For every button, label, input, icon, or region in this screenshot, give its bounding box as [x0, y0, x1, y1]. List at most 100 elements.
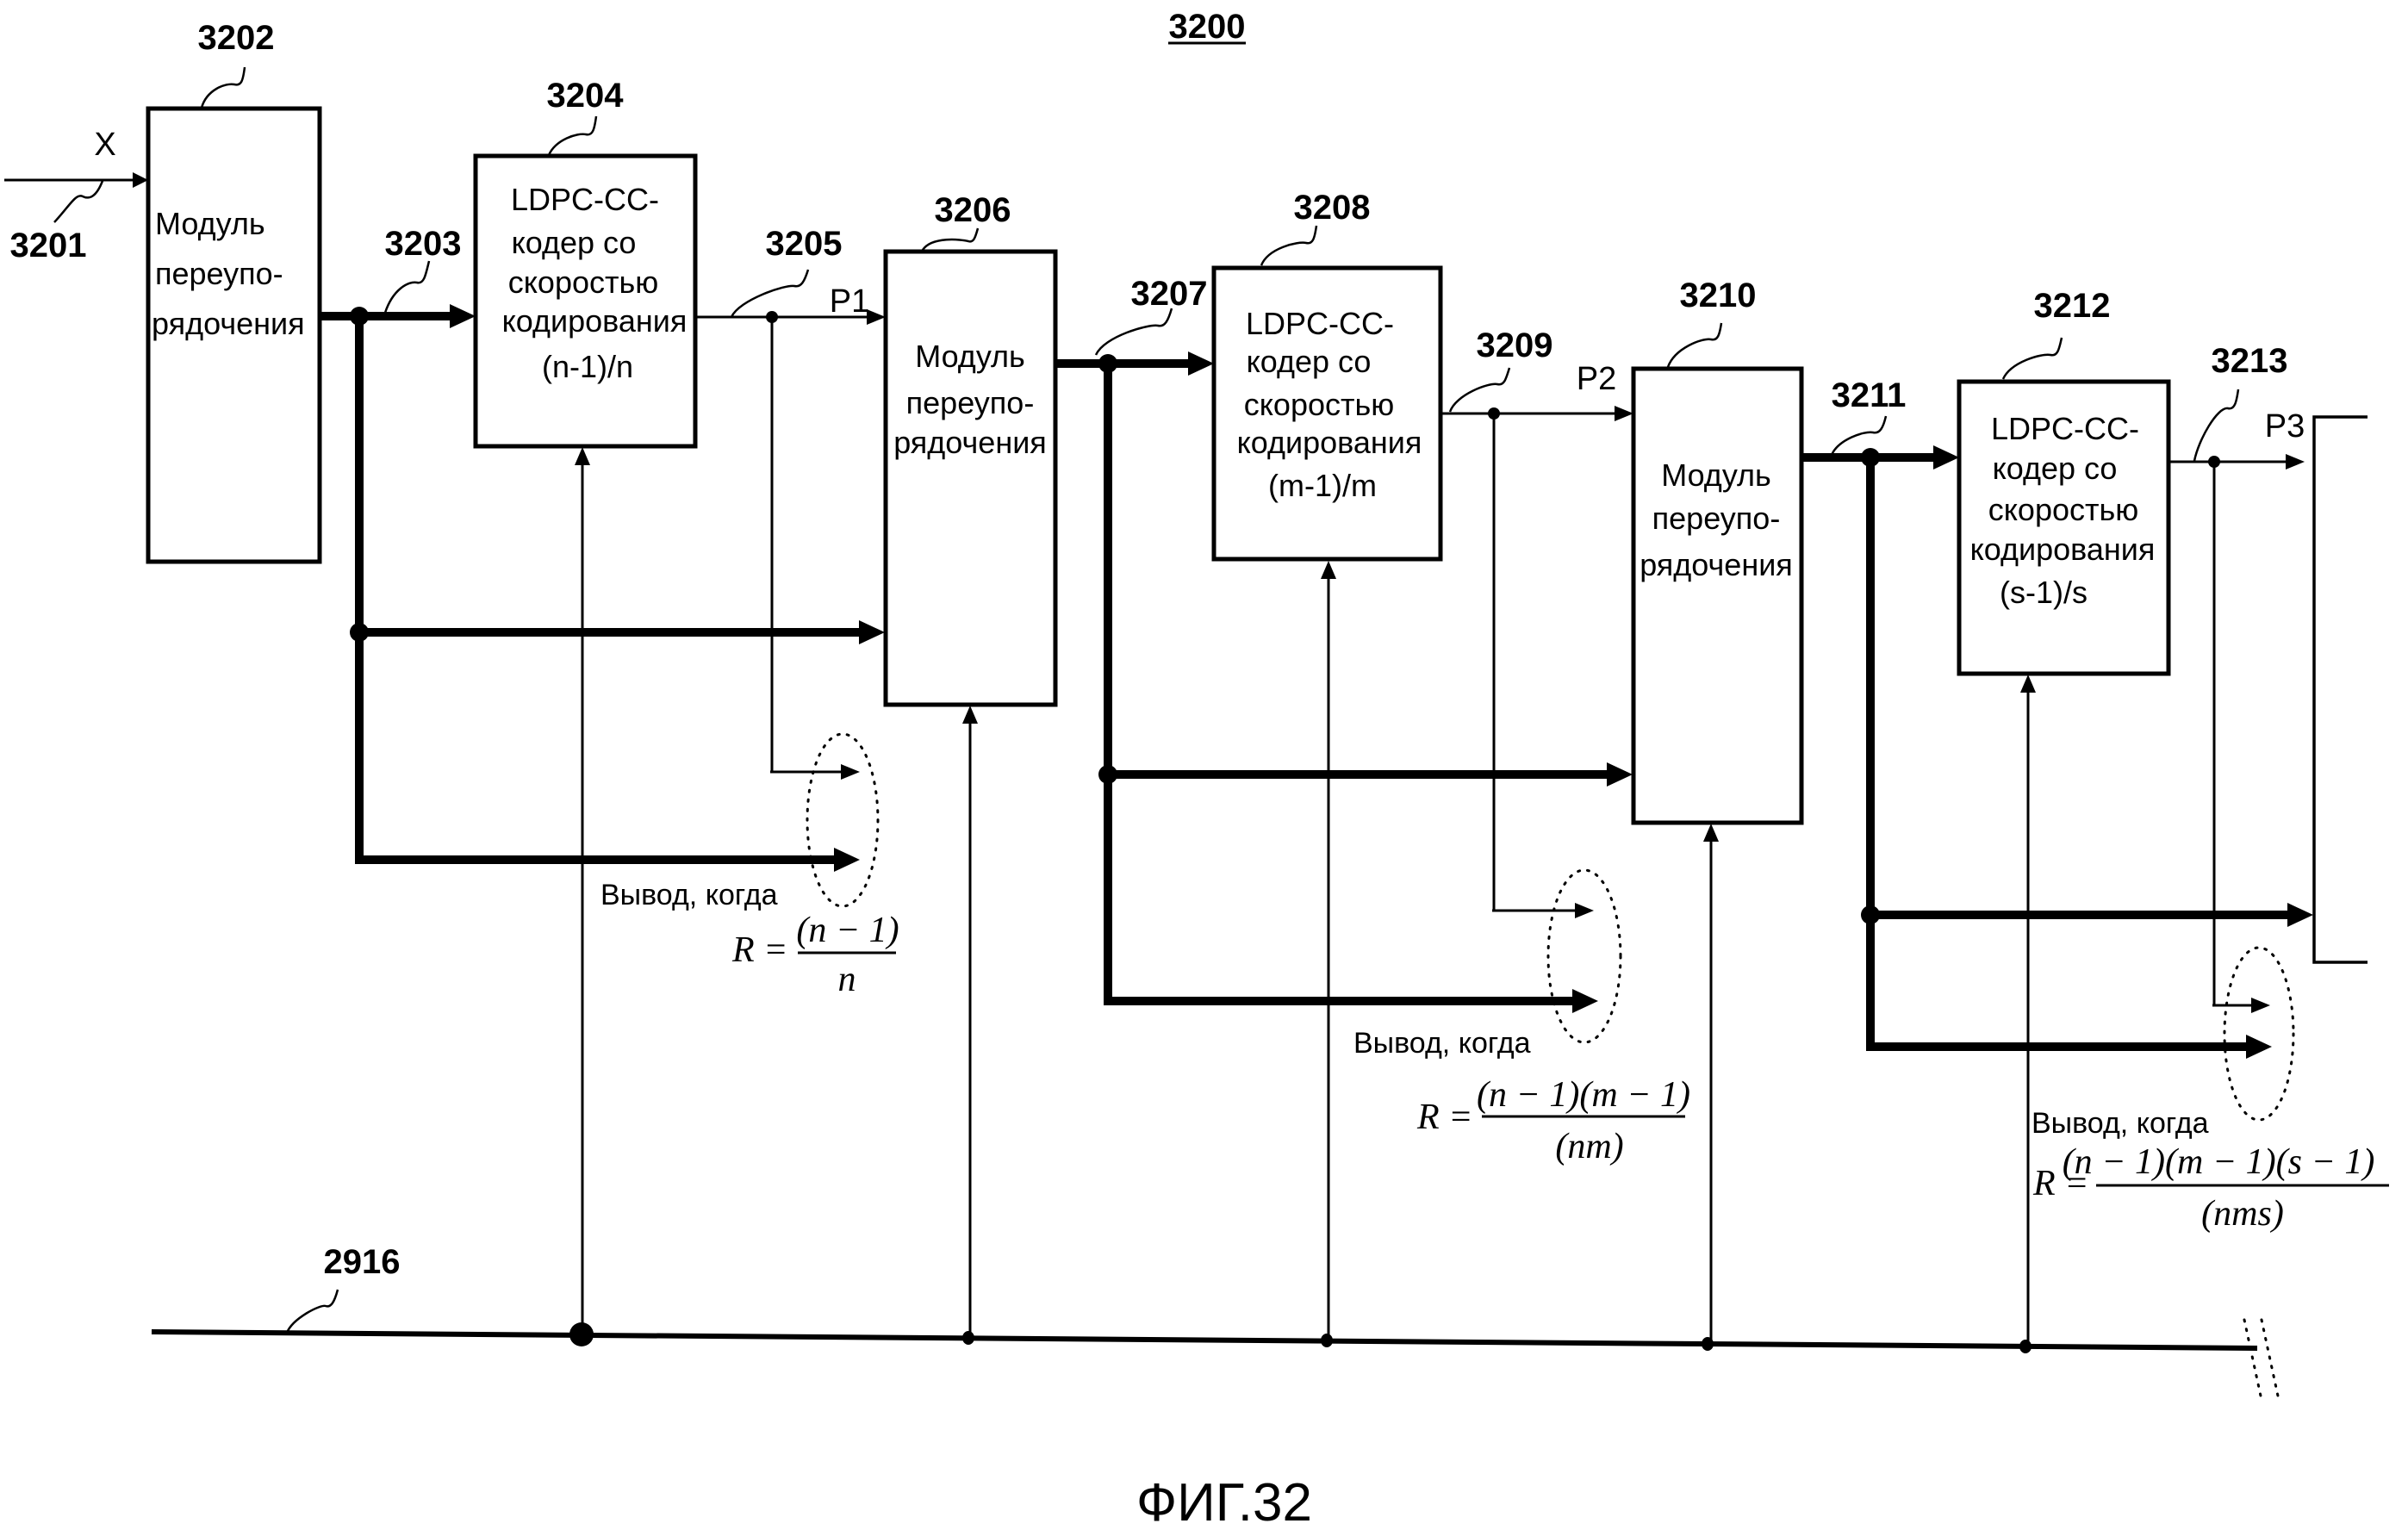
- rate-formula-denominator: (nms): [2201, 1194, 2284, 1234]
- output-group-rate-2: Вывод, когда R = (n − 1)(m − 1) (nm): [1353, 868, 1690, 1166]
- block-text-line: скоростью: [1244, 387, 1394, 422]
- output-condition-label: Вывод, когда: [600, 879, 778, 911]
- leader-line: [285, 1289, 339, 1334]
- output-condition-label: Вывод, когда: [1353, 1027, 1531, 1060]
- ref-label-3204: 3204: [547, 77, 625, 115]
- block-3208-ldpc-encoder: LDPC-CC- кодер со скоростью кодирования …: [1211, 189, 1443, 562]
- arrow-icon: [1575, 903, 1594, 918]
- junction-dot: [1321, 1334, 1333, 1347]
- arrow-icon: [2251, 998, 2270, 1013]
- signal-label-p2: P2: [1577, 361, 1616, 397]
- output-selection-ellipse: [806, 732, 880, 908]
- break-mark-icon: [2243, 1318, 2263, 1402]
- rate-formula-lhs: R =: [2032, 1164, 2089, 1203]
- junction-dot: [1098, 354, 1117, 373]
- signal-3213: 3213 P3: [2168, 342, 2305, 1013]
- block-3210-reorder-module: Модуль переупо- рядочения 3210: [1631, 277, 1804, 825]
- leader-line: [1260, 225, 1318, 266]
- ref-label-3205: 3205: [766, 225, 843, 263]
- rate-formula-denominator: (nm): [1555, 1127, 1623, 1166]
- junction-dot: [962, 1331, 974, 1345]
- arrow-icon: [1321, 561, 1336, 579]
- block-text-line: переупо-: [155, 256, 283, 291]
- ref-label-3209: 3209: [1477, 326, 1553, 364]
- block-text-line: кодирования: [1237, 425, 1422, 460]
- leader-line: [2193, 389, 2240, 462]
- ref-label-3211: 3211: [1832, 376, 1907, 414]
- signal-label-p3: P3: [2265, 408, 2305, 445]
- block-text-line: скоростью: [1988, 492, 2138, 527]
- ref-label-3203: 3203: [385, 225, 462, 263]
- block-text-line: (n-1)/n: [542, 349, 633, 384]
- block-text-line: кодер со: [1993, 451, 2118, 486]
- rate-formula-lhs: R =: [731, 930, 788, 970]
- input-signal-3201: X 3201: [4, 127, 148, 264]
- figure-caption: ФИГ.32: [1136, 1473, 1312, 1533]
- block-text-line: переупо-: [906, 385, 1035, 420]
- leader-line: [547, 115, 598, 156]
- next-block-partial-frame: [2312, 415, 2368, 964]
- leader-line: [2001, 337, 2063, 380]
- arrow-icon: [1572, 989, 1598, 1013]
- arrow-icon: [867, 309, 886, 325]
- block-frame: [146, 106, 322, 564]
- signal-label-p1: P1: [830, 283, 869, 320]
- block-text-line: Модуль: [155, 206, 265, 241]
- figure-id-label: 3200: [1169, 8, 1246, 46]
- leader-line: [1830, 415, 1888, 456]
- block-3202-reorder-module: Модуль переупо- рядочения 3202: [146, 19, 322, 564]
- block-frame: [1631, 366, 1804, 825]
- leader-line: [1448, 367, 1511, 413]
- arrow-icon: [133, 172, 148, 188]
- block-frame: [883, 249, 1058, 707]
- leader-line: [921, 227, 980, 251]
- output-condition-label: Вывод, когда: [2032, 1107, 2209, 1140]
- signal-3205: 3205 P1: [695, 225, 886, 780]
- control-bus-line: [151, 1329, 2258, 1351]
- leader-line: [200, 66, 246, 109]
- arrow-icon: [859, 620, 885, 644]
- block-frame: [1957, 379, 2171, 676]
- arrow-icon: [450, 304, 476, 328]
- leader-line: [53, 180, 104, 223]
- arrow-icon: [2286, 454, 2305, 470]
- signal-3203: 3203: [320, 225, 885, 872]
- arrow-icon: [1933, 445, 1959, 470]
- block-3206-reorder-module: Модуль переупо- рядочения 3206: [883, 191, 1058, 707]
- ref-label-3201: 3201: [10, 227, 87, 264]
- ref-label-3206: 3206: [935, 191, 1011, 229]
- arrow-icon: [962, 706, 978, 724]
- ref-label-3210: 3210: [1680, 277, 1757, 314]
- arrow-icon: [841, 764, 860, 780]
- block-text-line: кодирования: [502, 303, 688, 339]
- block-text-line: рядочения: [1640, 547, 1793, 582]
- output-selection-ellipse: [1546, 868, 1622, 1044]
- block-text-line: (m-1)/m: [1268, 468, 1377, 503]
- block-text-line: переупо-: [1652, 501, 1781, 536]
- signal-3209: 3209 P2: [1440, 326, 1633, 918]
- block-text-line: рядочения: [152, 306, 305, 341]
- block-text-line: (s-1)/s: [2000, 575, 2088, 610]
- rate-formula-numerator: (n − 1)(m − 1): [1477, 1075, 1690, 1115]
- arrow-icon: [575, 447, 590, 465]
- input-signal-label: X: [94, 127, 115, 163]
- ref-label-3202: 3202: [198, 19, 275, 57]
- junction-dot: [350, 307, 369, 326]
- junction-dot: [1861, 448, 1880, 467]
- arrow-icon: [1188, 351, 1214, 376]
- block-frame: [473, 153, 698, 449]
- leader-line: [1094, 308, 1173, 356]
- output-group-rate-1: Вывод, когда R = (n − 1) n: [600, 732, 899, 999]
- rate-formula-numerator: (n − 1): [796, 911, 899, 950]
- arrow-icon: [2020, 675, 2036, 693]
- output-group-rate-3: Вывод, когда R = (n − 1)(m − 1)(s − 1) (…: [2032, 946, 2389, 1234]
- block-text-line: LDPC-CC-: [1991, 411, 2139, 446]
- rate-formula-denominator: n: [838, 960, 856, 999]
- arrow-icon: [1703, 824, 1719, 842]
- block-text-line: кодер со: [512, 225, 637, 260]
- break-mark-icon: [2260, 1318, 2280, 1402]
- rate-formula-numerator: (n − 1)(m − 1)(s − 1): [2063, 1142, 2375, 1182]
- signal-3211: 3211: [1801, 376, 2313, 1059]
- arrow-icon: [1607, 762, 1633, 787]
